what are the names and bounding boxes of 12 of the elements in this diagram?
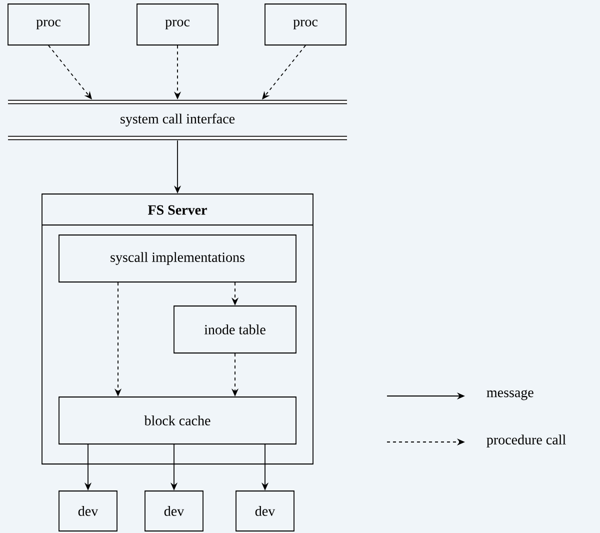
process-box: proc <box>136 4 218 46</box>
interface-band: system call interface <box>8 100 347 140</box>
process-box: syscall implementations <box>58 234 296 282</box>
process-box: dev <box>144 490 204 532</box>
process-box: block cache <box>58 396 296 444</box>
process-box: dev <box>236 490 294 532</box>
process-box: inode table <box>174 306 296 354</box>
legend-label: message <box>486 390 534 400</box>
process-box: proc <box>264 4 346 46</box>
process-box: proc <box>8 4 90 46</box>
legend-label: procedure call <box>486 434 566 448</box>
process-box: dev <box>58 490 118 532</box>
